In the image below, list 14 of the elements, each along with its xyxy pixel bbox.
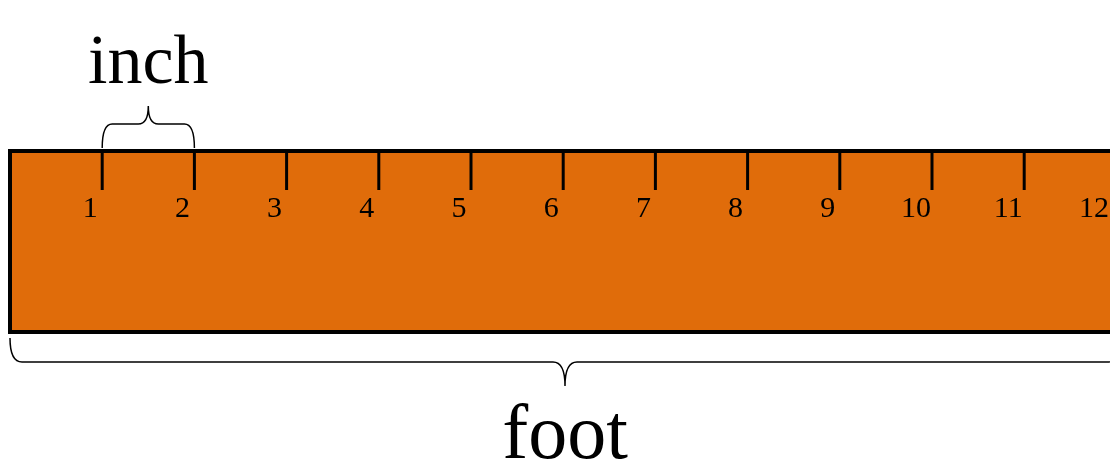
tick-number: 6 (543, 192, 559, 222)
tick-number: 4 (359, 192, 375, 222)
tick-number: 9 (820, 192, 836, 222)
tick-number: 1 (82, 192, 98, 222)
tick-number: 10 (901, 192, 931, 222)
tick-number: 11 (993, 192, 1023, 222)
tick-number: 8 (728, 192, 744, 222)
tick-number: 7 (635, 192, 651, 222)
dimension-label: inch (88, 25, 209, 95)
tick-number: 2 (174, 192, 190, 222)
dimension-label: foot (502, 393, 628, 471)
tick-number: 5 (451, 192, 467, 222)
tick-number: 12 (1079, 192, 1109, 222)
tick-number: 3 (267, 192, 283, 222)
